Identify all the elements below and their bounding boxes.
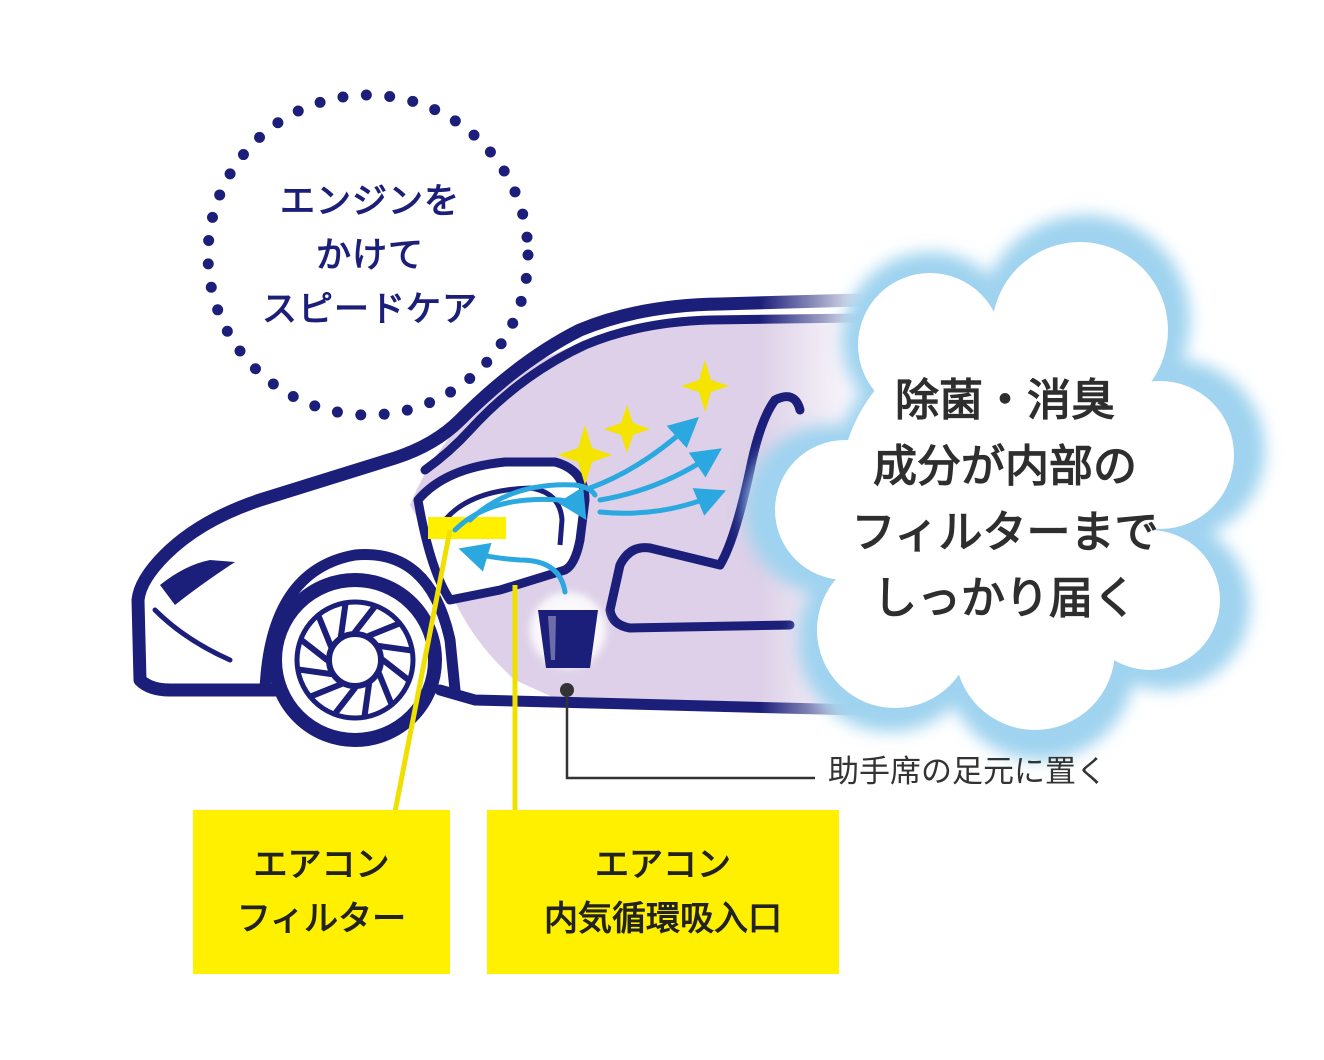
cloud-callout-text: 除菌・消臭 成分が内部の フィルターまで しっかり届く: [820, 368, 1190, 632]
seat-back: [770, 392, 805, 415]
circle-line-2: かけて: [315, 236, 424, 276]
airflow: [452, 416, 727, 595]
wheel-spoke: [316, 614, 334, 649]
window-line: [420, 313, 865, 475]
placement-note: 助手席の足元に置く: [828, 754, 1107, 790]
wheel-spoke: [299, 637, 330, 663]
cloud-line-4: しっかり届く: [873, 573, 1137, 624]
wheel-spoke: [352, 604, 378, 635]
label-intake-line-1: エアコン: [595, 845, 731, 885]
cloud-line-1: 除菌・消臭: [895, 375, 1115, 426]
dotted-circle: [202, 89, 534, 421]
sparkles: [558, 360, 729, 485]
wheel-spoke: [376, 643, 414, 654]
front-wheel: [268, 573, 442, 747]
cloud-line-3: フィルターまで: [851, 507, 1159, 558]
product-can: [530, 592, 606, 668]
label-filter-line-1: エアコン: [253, 845, 390, 885]
headlight-line: [152, 607, 233, 663]
front-bumper-detail: [160, 560, 235, 605]
car-body-outline: [131, 293, 867, 697]
wheel-spoke: [309, 681, 344, 699]
wheel-spoke: [332, 685, 358, 716]
wheel-spoke: [338, 601, 349, 639]
leader-line-filter: [392, 529, 453, 813]
label-ac-intake: エアコン 内気循環吸入口: [487, 810, 839, 974]
cabin-interior: [410, 316, 860, 705]
cloud-callout: [745, 215, 1265, 760]
label-intake-line-2: 内気循環吸入口: [544, 899, 782, 939]
wheel-spoke: [296, 666, 334, 677]
label-filter-line-2: フィルター: [236, 899, 407, 939]
wheel-spoke: [361, 681, 372, 719]
circle-badge-text: エンジンを かけて スピードケア: [205, 175, 535, 337]
circle-line-3: スピードケア: [261, 290, 478, 330]
circle-line-1: エンジンを: [279, 182, 460, 222]
wheel-spoke: [376, 671, 394, 706]
wheel-spoke: [366, 621, 401, 639]
label-ac-filter: エアコン フィルター: [193, 810, 450, 974]
wheel-spoke: [380, 657, 411, 683]
passenger-seat: [605, 395, 795, 633]
cloud-line-2: 成分が内部の: [873, 441, 1137, 492]
leader-line-placement: [565, 690, 815, 780]
